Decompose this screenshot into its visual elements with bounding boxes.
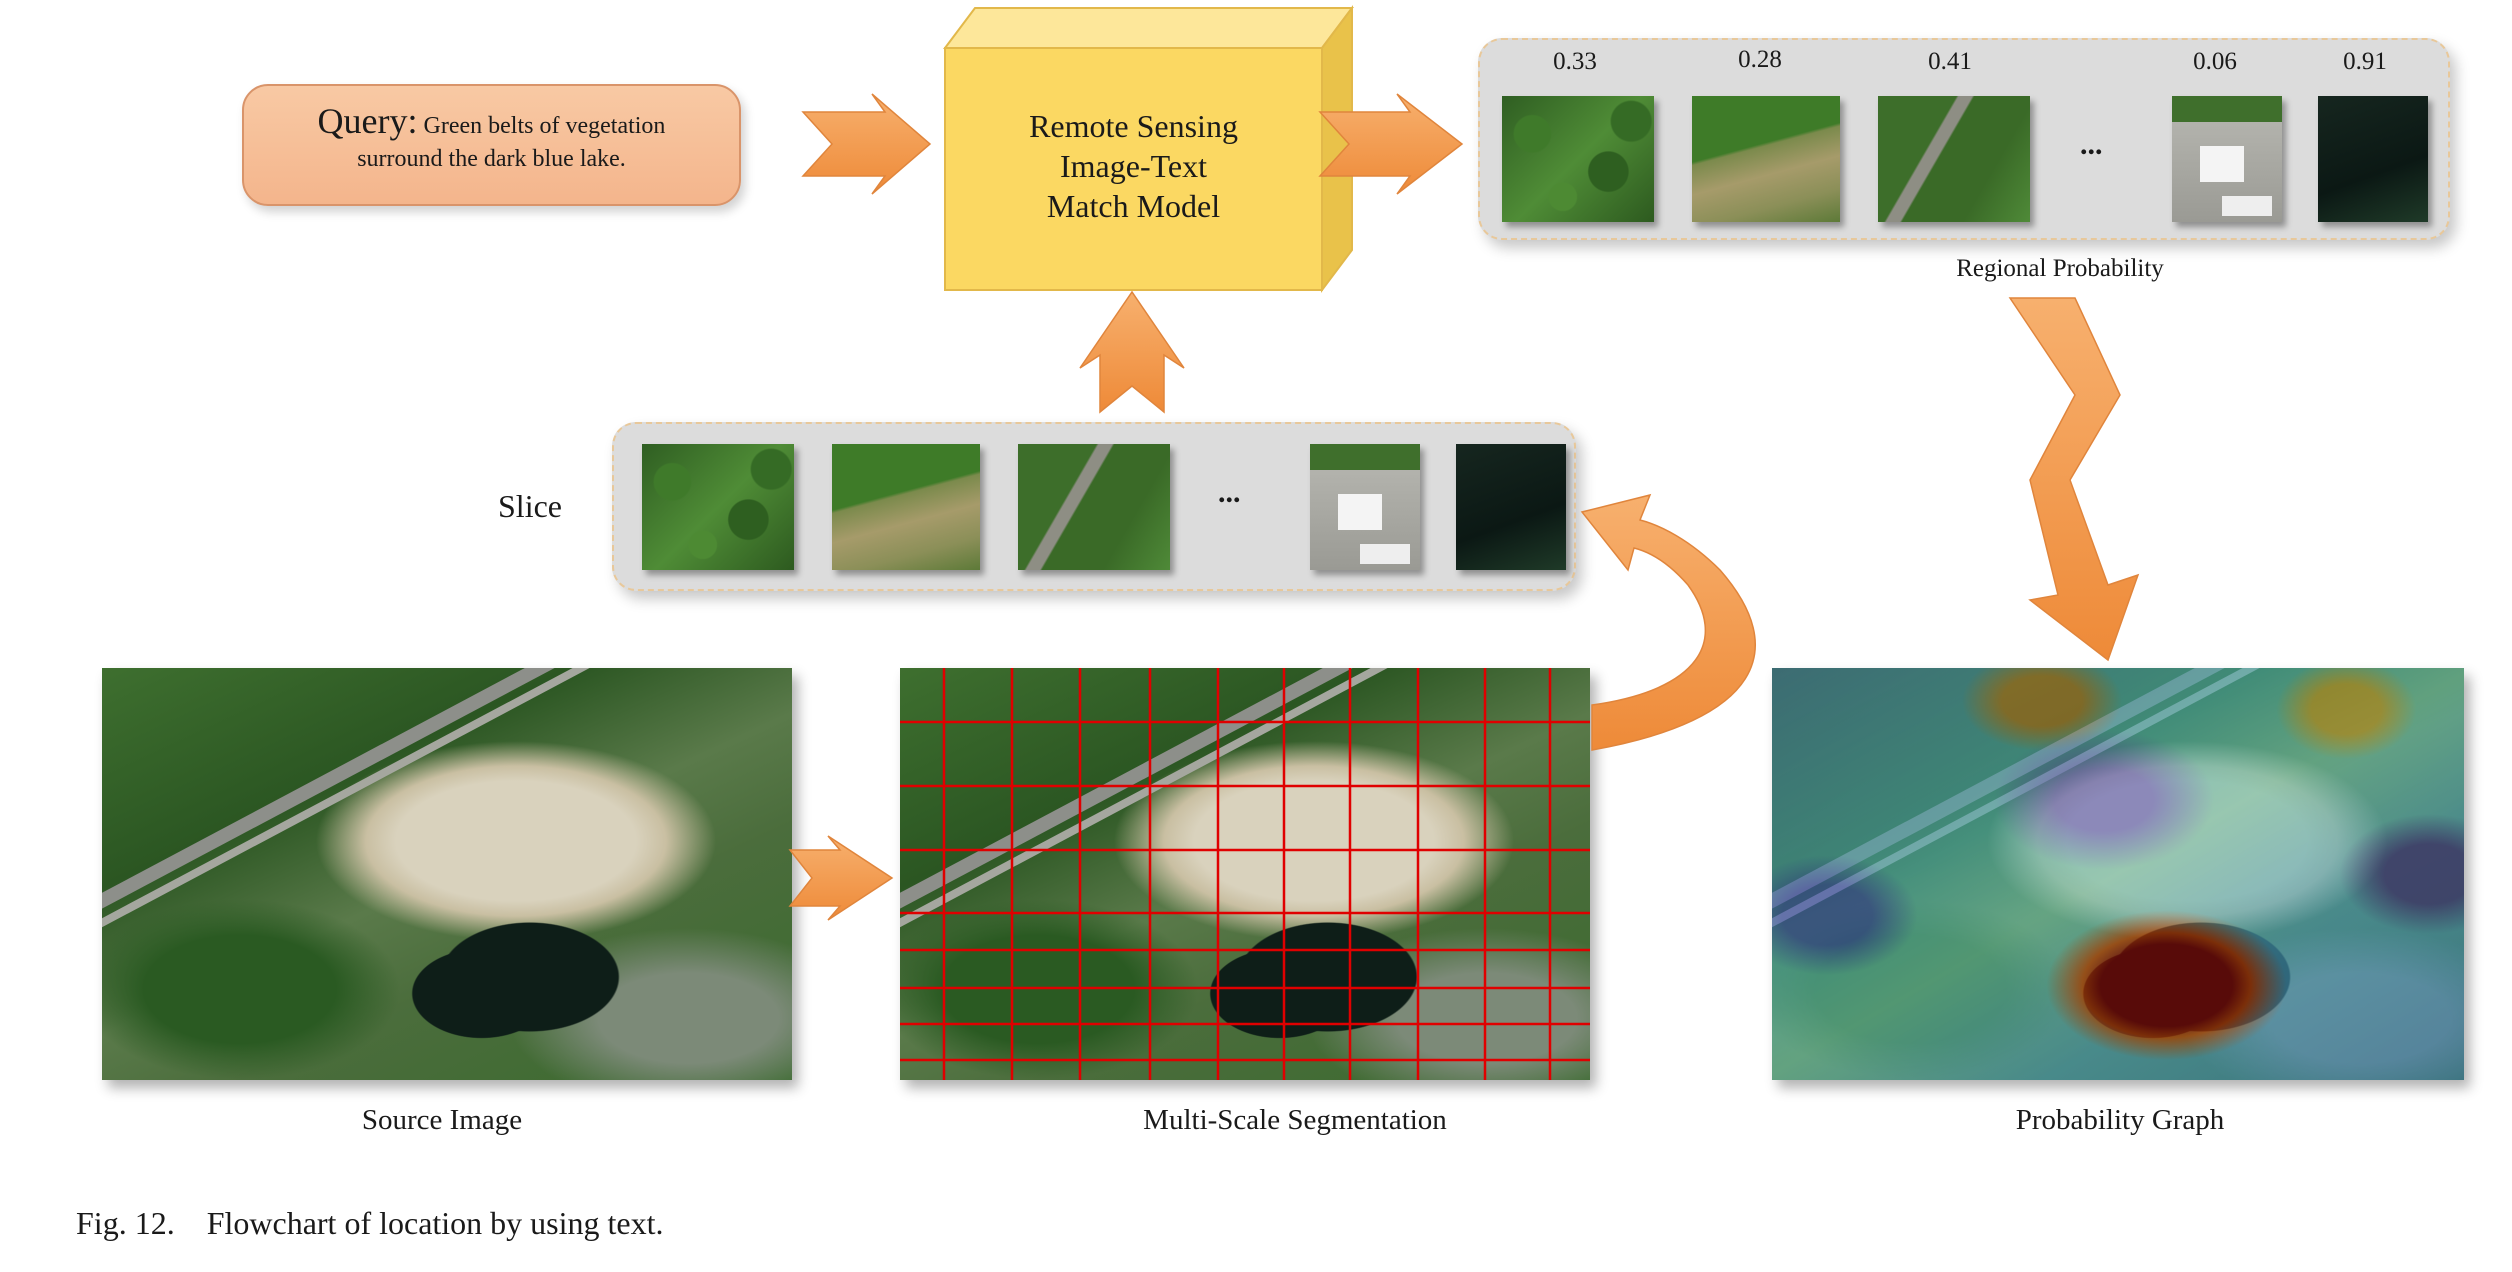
probability-value: 0.91 xyxy=(2343,48,2387,75)
model-label-line3: Match Model xyxy=(1046,188,1221,224)
arrow-regional-to-probability xyxy=(2008,297,2140,662)
model-label: Remote Sensing Image-Text Match Model xyxy=(945,106,1322,226)
arrow-segmentation-to-slice xyxy=(1580,493,1756,751)
arrow-source-to-segmentation xyxy=(788,835,894,921)
model-label-line1: Remote Sensing xyxy=(1029,108,1238,144)
query-box: Query: Green belts of vegetation surroun… xyxy=(242,84,741,206)
segmentation-image xyxy=(900,668,1590,1080)
probability-value: 0.06 xyxy=(2193,48,2237,75)
probability-value: 0.28 xyxy=(1738,46,1782,73)
slice-thumbnail xyxy=(1018,444,1170,570)
arrow-query-to-model xyxy=(801,93,932,195)
figure-caption: Fig. 12. Flowchart of location by using … xyxy=(76,1205,664,1241)
query-line2: surround the dark blue lake. xyxy=(357,146,626,172)
region-thumbnail xyxy=(1878,96,2030,222)
regional-probability-caption: Regional Probability xyxy=(1956,255,2164,282)
source-image xyxy=(102,668,792,1080)
model-label-line2: Image-Text xyxy=(1059,148,1207,184)
segmentation-grid xyxy=(900,668,1590,1080)
region-thumbnail xyxy=(1692,96,1840,222)
slice-thumbnail xyxy=(1310,444,1420,570)
segmentation-caption: Multi-Scale Segmentation xyxy=(1143,1104,1447,1136)
regional-ellipsis: ... xyxy=(2080,128,2103,161)
slice-thumbnail xyxy=(1456,444,1566,570)
probability-graph-caption: Probability Graph xyxy=(2015,1104,2225,1136)
probability-value: 0.41 xyxy=(1928,48,1972,75)
slice-thumbnail xyxy=(642,444,794,570)
slice-thumbnail xyxy=(832,444,980,570)
slice-ellipsis: ... xyxy=(1218,476,1241,509)
region-thumbnail xyxy=(2172,96,2282,222)
region-thumbnail xyxy=(1502,96,1654,222)
slice-label: Slice xyxy=(498,488,562,524)
region-thumbnail xyxy=(2318,96,2428,222)
query-prefix: Query: xyxy=(317,101,418,141)
arrow-model-to-regional xyxy=(1318,93,1464,195)
probability-value: 0.33 xyxy=(1553,48,1597,75)
probability-graph-image xyxy=(1772,668,2464,1080)
arrow-slice-to-model xyxy=(1079,290,1185,414)
query-line1: Green belts of vegetation xyxy=(423,113,666,139)
source-image-caption: Source Image xyxy=(361,1104,523,1136)
